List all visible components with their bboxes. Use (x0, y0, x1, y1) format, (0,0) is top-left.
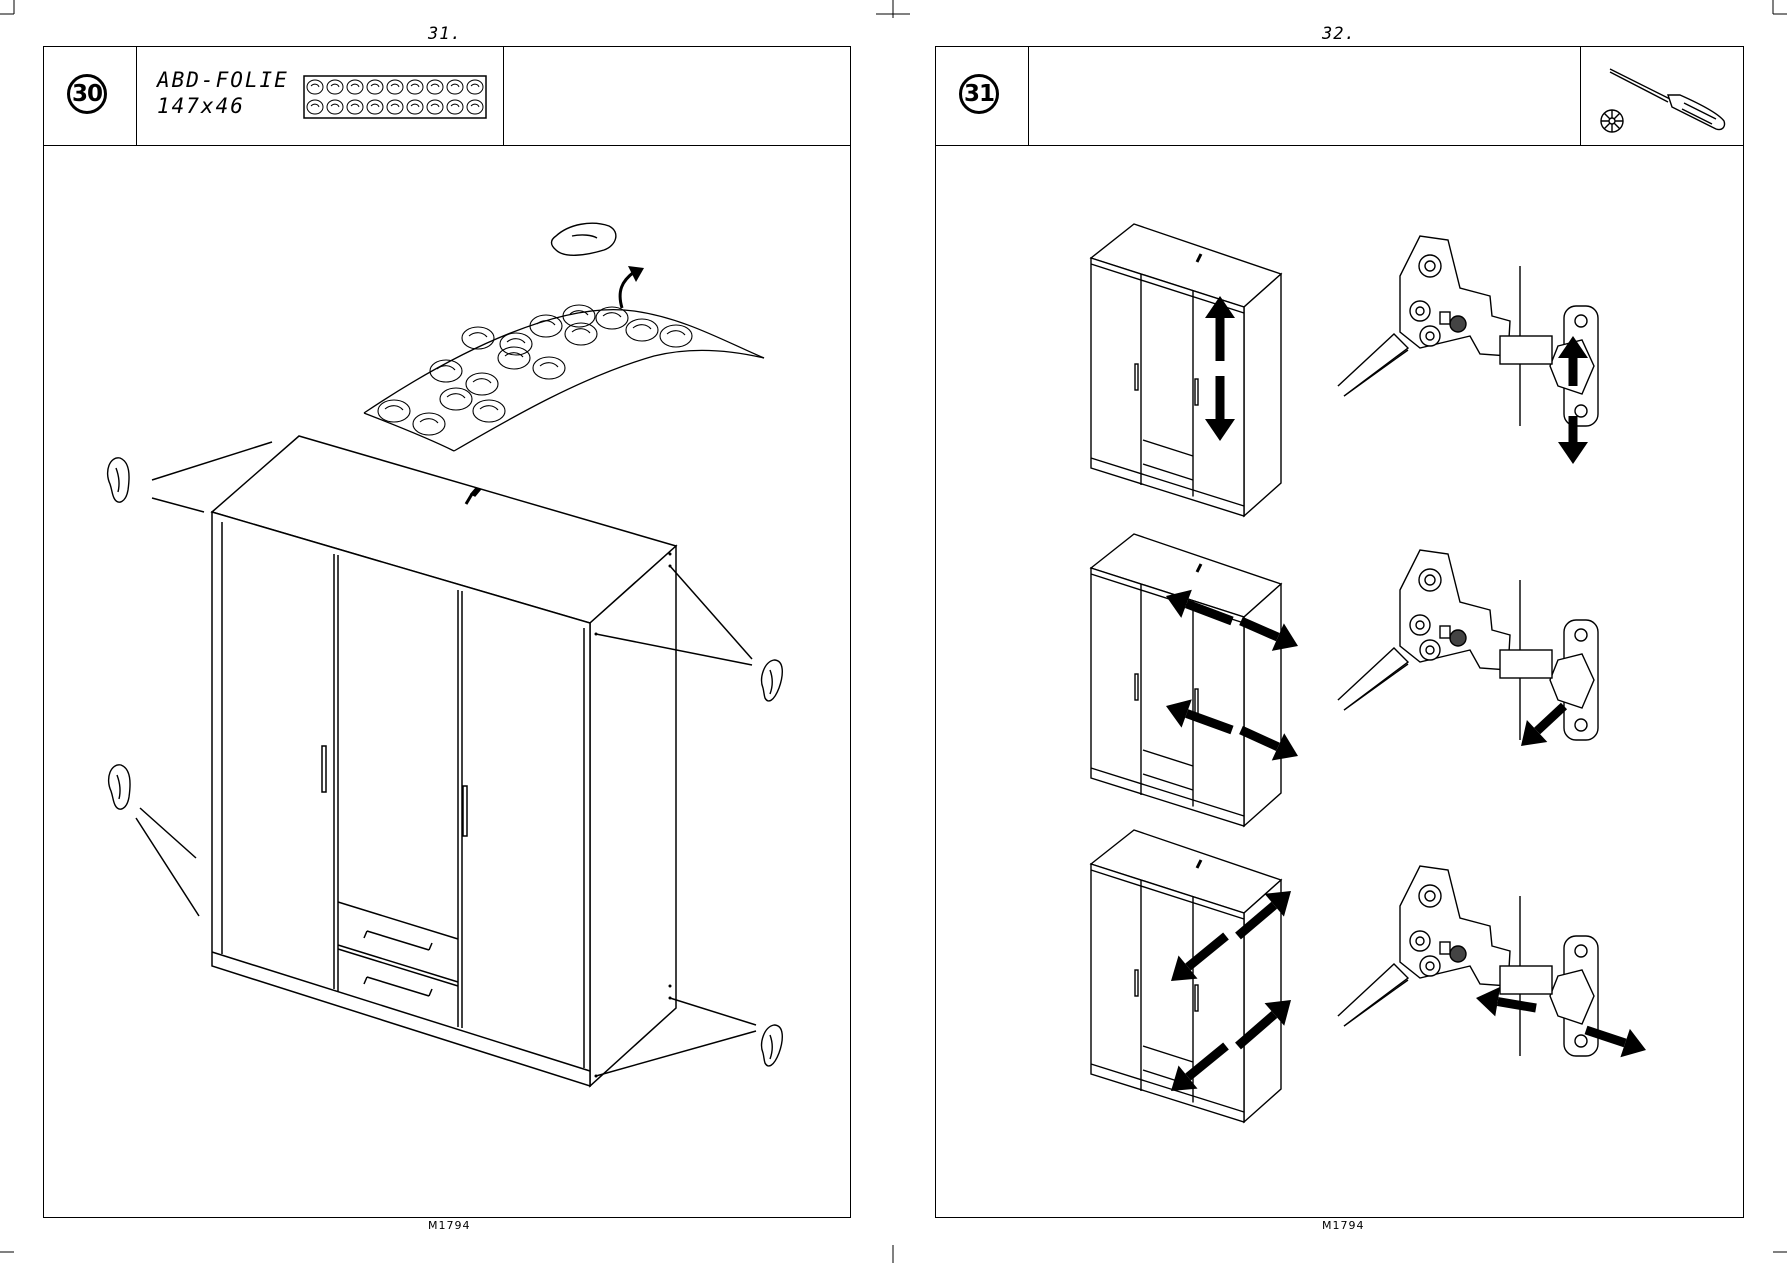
foil-sheet (364, 310, 764, 451)
page-number-right: 32. (1322, 24, 1356, 44)
step-number-cell: 31 (936, 47, 1029, 145)
parts-cell-empty (1029, 47, 1581, 145)
peeled-pad (552, 223, 616, 255)
small-wardrobe (1091, 224, 1281, 516)
footer-code-right: M1794 (1322, 1219, 1365, 1232)
foil-sheet-icon (303, 75, 487, 119)
wardrobe-drawing (212, 436, 676, 1086)
part-size: 147x46 (157, 93, 245, 119)
step-number-cell: 30 (44, 47, 137, 145)
step-30-panel: 30 ABD-FOLIE 147x46 (43, 46, 851, 1218)
small-wardrobe (1091, 534, 1281, 826)
parts-cell: ABD-FOLIE 147x46 (137, 47, 504, 145)
step-number-badge: 31 (959, 74, 999, 114)
hinge-drawing (1338, 866, 1598, 1056)
part-name: ABD-FOLIE (157, 67, 289, 93)
page-number-left: 31. (428, 24, 462, 44)
step-31-header: 31 (936, 47, 1743, 146)
step-30-illustration (44, 146, 850, 1216)
lift-arrow (620, 272, 634, 308)
step-number-badge: 30 (67, 74, 107, 114)
step-31-panel: 31 (935, 46, 1744, 1218)
hinge-drawing (1338, 236, 1598, 426)
step-31-illustration (936, 146, 1743, 1216)
direction-arrow (1521, 706, 1564, 746)
footer-code-left: M1794 (428, 1219, 471, 1232)
screwdriver-icon (1588, 61, 1738, 141)
step-30-header: 30 ABD-FOLIE 147x46 (44, 47, 850, 146)
